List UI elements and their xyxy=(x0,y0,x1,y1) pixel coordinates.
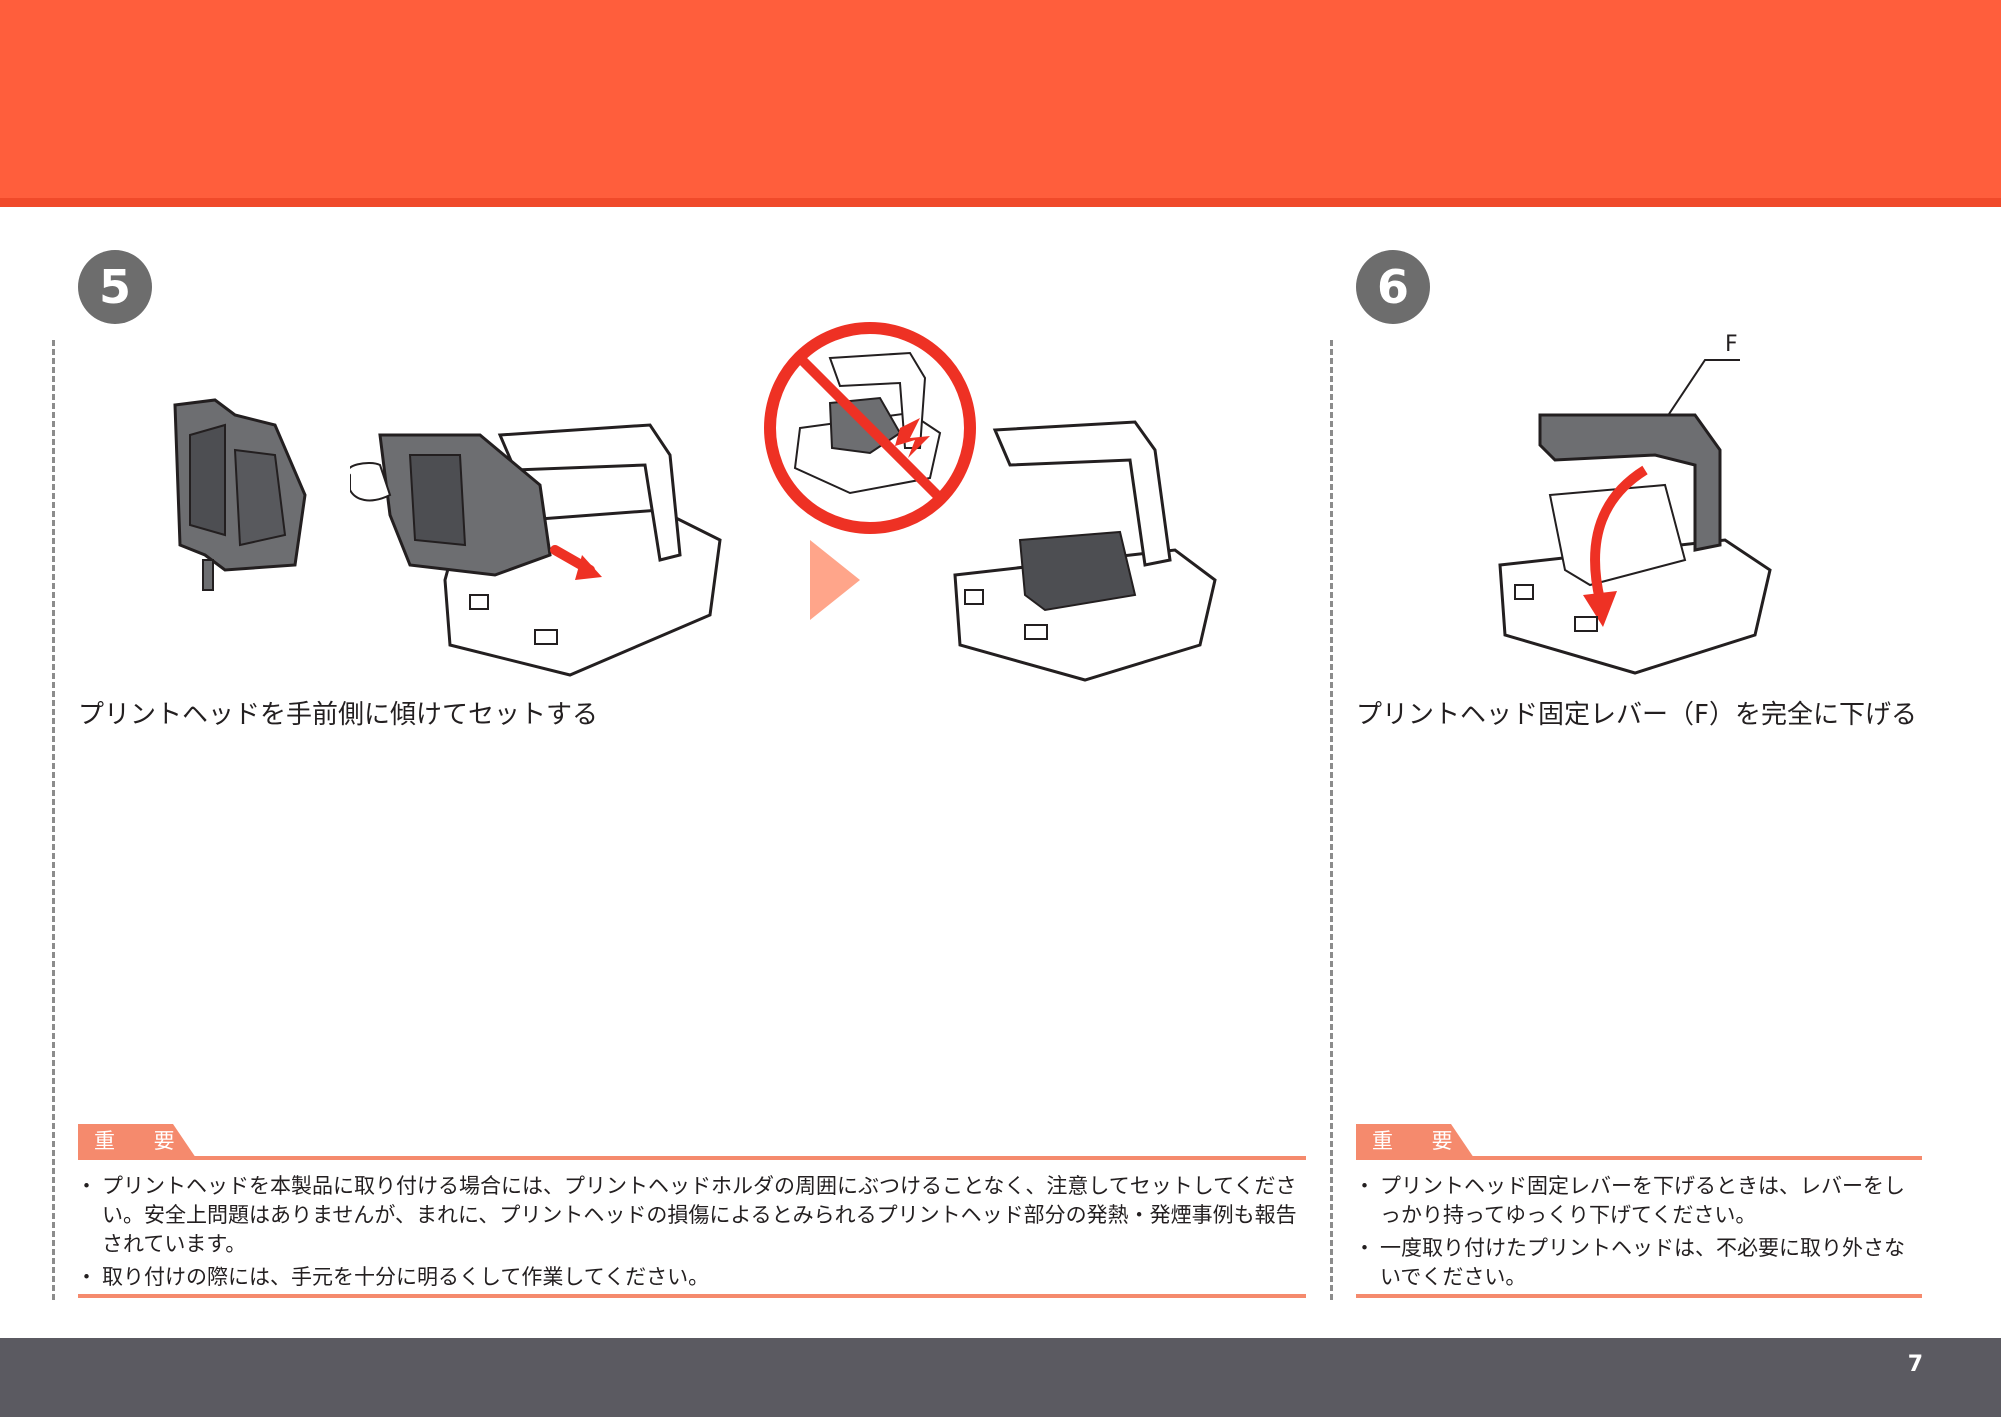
step-5-notes: プリントヘッドを本製品に取り付ける場合には、プリントヘッドホルダの周囲にぶつける… xyxy=(76,1172,1298,1296)
install-print-head-illustration xyxy=(350,423,722,677)
step-6-badge: 6 xyxy=(1356,250,1430,324)
step-6-top-rule xyxy=(1356,1156,1922,1160)
step-6-important-label: 重 要 xyxy=(1372,1129,1469,1153)
step-5-title: プリントヘッドを手前側に傾けてセットする xyxy=(78,700,599,730)
step-5-top-rule xyxy=(78,1156,1306,1160)
left-dashed-divider xyxy=(52,340,55,1300)
step-6-notes: プリントヘッド固定レバーを下げるときは、レバーをしっかり持ってゆっくり下げてくだ… xyxy=(1354,1172,1916,1296)
footer-bar xyxy=(0,1338,2001,1417)
print-head-illustration xyxy=(173,398,307,591)
page-number: 7 xyxy=(1907,1352,1923,1377)
lever-f-callout: F xyxy=(1725,332,1738,357)
step-6-bottom-rule xyxy=(1356,1294,1922,1298)
step-5-bottom-rule xyxy=(78,1294,1306,1298)
step-6-important-tab: 重 要 xyxy=(1356,1124,1476,1160)
top-banner-edge xyxy=(0,198,2001,207)
step-5-badge: 5 xyxy=(78,250,152,324)
step-5-note-2: 取り付けの際には、手元を十分に明るくして作業してください。 xyxy=(76,1263,1298,1292)
print-head-seated-illustration xyxy=(953,420,1217,682)
step-5-note-1: プリントヘッドを本製品に取り付ける場合には、プリントヘッドホルダの周囲にぶつける… xyxy=(76,1172,1298,1259)
middle-dashed-divider xyxy=(1330,340,1333,1300)
lever-lowering-illustration xyxy=(1498,359,1772,675)
prohibited-collision-illustration xyxy=(764,322,976,534)
top-banner xyxy=(0,0,2001,198)
step-6-title: プリントヘッド固定レバー（F）を完全に下げる xyxy=(1356,700,1917,730)
next-arrow-icon xyxy=(810,540,860,620)
step-5-important-tab: 重 要 xyxy=(78,1124,198,1160)
step-6-note-2: 一度取り付けたプリントヘッドは、不必要に取り外さないでください。 xyxy=(1354,1234,1916,1292)
step-6-note-1: プリントヘッド固定レバーを下げるときは、レバーをしっかり持ってゆっくり下げてくだ… xyxy=(1354,1172,1916,1230)
step-5-important-label: 重 要 xyxy=(94,1129,191,1153)
